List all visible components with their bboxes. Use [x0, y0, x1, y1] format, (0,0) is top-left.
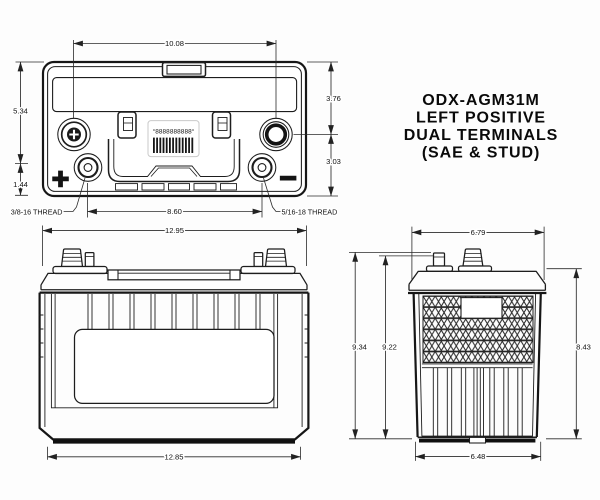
- dim-lower-height: 1.44: [13, 180, 28, 189]
- dim-stud-span: 8.60: [167, 207, 182, 216]
- front-view: 12.95 12.85: [38, 225, 310, 463]
- dim-front-width-top: 12.95: [165, 226, 184, 235]
- front-ribs: [87, 294, 261, 330]
- top-view: °8888888888° + −: [41, 60, 308, 198]
- side-center-rib: [473, 368, 484, 436]
- dim-front-width-bottom: 12.85: [164, 452, 183, 461]
- screw-cross-icon: [69, 129, 79, 140]
- side-pad-left: [425, 265, 454, 273]
- handle-ledge-segments: [115, 183, 237, 191]
- stud-terminal-left: [73, 153, 103, 182]
- title-line-1: ODX-AGM31M: [422, 92, 539, 109]
- top-panel: [52, 77, 298, 113]
- sae-terminal-left: [57, 117, 91, 152]
- side-ribs: [432, 368, 523, 436]
- dim-side-width-top: 6.79: [471, 228, 486, 237]
- positive-symbol: +: [52, 163, 70, 196]
- front-view-dimensions: 12.95 12.85: [42, 225, 307, 463]
- carry-handle: [107, 111, 241, 191]
- dim-upper-height: 5.34: [13, 107, 28, 116]
- dim-side-height-case: 9.22: [382, 343, 397, 352]
- barcode-label: °8888888888°: [147, 120, 200, 158]
- front-sae-post-right: [264, 248, 288, 268]
- title-line-4: (SAE & STUD): [422, 145, 540, 162]
- side-case: [412, 292, 542, 444]
- title-line-3: DUAL TERMINALS: [404, 127, 559, 144]
- front-handle-bar: [107, 269, 241, 281]
- dim-sae-span: 10.08: [165, 39, 184, 48]
- dim-side-width-bottom: 6.48: [471, 452, 486, 461]
- side-vents-left: [38, 314, 44, 358]
- dim-side-height-right: 8.43: [576, 343, 591, 352]
- negative-symbol: −: [279, 162, 297, 195]
- side-lid: [408, 270, 547, 295]
- title-block: ODX-AGM31M LEFT POSITIVE DUAL TERMINALS …: [404, 92, 559, 162]
- front-label-area: [73, 328, 275, 405]
- side-stud-post: [432, 252, 446, 267]
- stud-terminal-right: [247, 153, 277, 182]
- barcode: [153, 137, 194, 153]
- handle-clip-left: [117, 111, 137, 139]
- front-stud-post-right: [253, 251, 264, 268]
- side-sae-post: [462, 248, 484, 267]
- front-sae-post-left: [60, 248, 84, 268]
- side-label-area: [460, 297, 503, 319]
- handle-clip-right: [211, 111, 232, 139]
- thread-label-left: 3/8-16 THREAD: [11, 207, 63, 216]
- dim-side-height-overall: 9.34: [352, 343, 367, 352]
- dim-right-upper: 3.76: [326, 94, 341, 103]
- crosshatch-texture: [422, 295, 534, 364]
- title-line-2: LEFT POSITIVE: [416, 110, 546, 127]
- serial-number-text: °8888888888°: [153, 127, 195, 135]
- side-bottom-tab: [468, 436, 487, 444]
- side-pad-right: [457, 265, 493, 273]
- front-case: [38, 292, 310, 444]
- side-view-dimensions: 6.79 9.34 9.22 8.43 6.48: [349, 227, 592, 463]
- terminal-pad-right: [240, 265, 296, 275]
- top-view-dimensions: 10.08 5.34 1.44 8.60 3.76 3.03 3/8-16 TH…: [9, 38, 342, 218]
- side-view: 6.79 9.34 9.22 8.43 6.48: [349, 227, 592, 463]
- thread-label-right: 5/16-18 THREAD: [282, 207, 338, 216]
- terminal-pad-left: [52, 265, 108, 275]
- lift-tab: [161, 61, 207, 78]
- front-stud-post-left: [84, 251, 95, 268]
- thread-leader-right: [263, 177, 281, 212]
- dim-right-lower: 3.03: [326, 157, 341, 166]
- thread-leader-left: [63, 177, 86, 212]
- side-vents-right: [304, 314, 310, 358]
